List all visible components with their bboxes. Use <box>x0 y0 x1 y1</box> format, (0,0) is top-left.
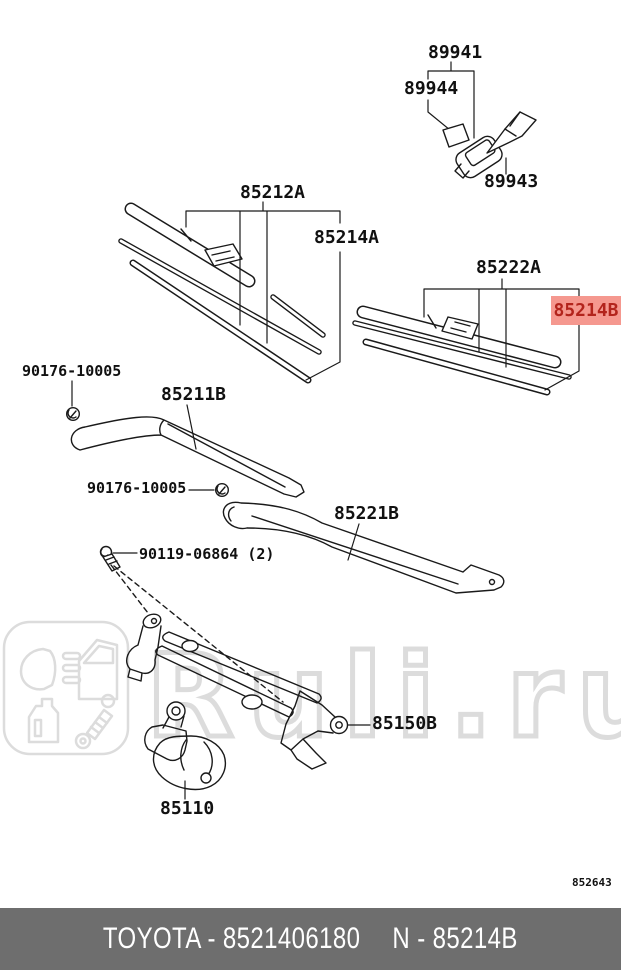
blade-rubber-strips <box>118 238 326 384</box>
part-label-85211b: 85211B <box>161 384 227 405</box>
callout-85222a <box>423 278 580 391</box>
callout-89941 <box>427 61 475 139</box>
footer-catalog-number: N - 85214B <box>392 922 518 955</box>
rain-sensor-drawing <box>427 61 537 179</box>
blade-frame <box>124 202 256 288</box>
blade-frame <box>356 305 562 369</box>
wiper-motor-drawing <box>144 701 227 800</box>
part-label-89943: 89943 <box>484 171 539 192</box>
blade-rubber-strips <box>352 320 572 396</box>
linkage-right-crank <box>280 690 349 770</box>
part-label-85222a: 85222A <box>476 257 542 278</box>
callout-85212a <box>185 201 341 381</box>
callout-85221b <box>347 523 360 561</box>
wiper-arm-85211b-drawing <box>65 380 305 498</box>
bolt-position-dashes <box>110 564 284 703</box>
nut-90176-top <box>65 407 80 422</box>
diagram-line-art <box>2 61 580 800</box>
wiper-linkage-drawing <box>126 613 371 770</box>
nut-90176-mid <box>214 483 229 498</box>
car-door-icon <box>77 638 119 701</box>
part-label-85110: 85110 <box>160 798 215 819</box>
linkage-left-pivot <box>126 613 162 682</box>
part-label-85212a: 85212A <box>240 182 306 203</box>
sensor-bracket-89943 <box>486 111 537 154</box>
shock-absorber-icon <box>74 693 116 750</box>
part-label-85221b: 85221B <box>334 503 400 524</box>
wiper-arm-85221b-drawing <box>222 501 505 594</box>
sensor-pad-89944 <box>442 123 470 148</box>
part-label-89941: 89941 <box>428 42 483 63</box>
watermark-logo <box>2 620 130 756</box>
wiper-blade-right-drawing <box>352 278 580 396</box>
part-label-90176-top: 90176-10005 <box>22 362 122 380</box>
headlight-icon <box>19 647 82 691</box>
oil-can-icon <box>27 697 60 744</box>
part-label-90119: 90119-06864 (2) <box>139 545 275 563</box>
part-label-89944: 89944 <box>404 78 459 99</box>
footer-caption-bar: TOYOTA - 8521406180 N - 85214B <box>0 908 621 970</box>
sheet-number: 852643 <box>572 876 612 889</box>
watermark-text: Ruli.ru <box>144 630 621 763</box>
bolt-90119-drawing <box>99 545 284 703</box>
watermark-logo-frame <box>2 620 130 756</box>
callout-85211b <box>186 404 197 450</box>
part-label-85214b-highlighted: 85214B <box>551 296 621 325</box>
part-label-85150b: 85150B <box>372 713 438 734</box>
footer-brand-part-number: TOYOTA - 8521406180 <box>103 922 361 955</box>
wiper-blade-left-drawing <box>118 201 341 384</box>
part-label-85214a: 85214A <box>314 227 380 248</box>
part-label-90176-mid: 90176-10005 <box>87 479 187 497</box>
